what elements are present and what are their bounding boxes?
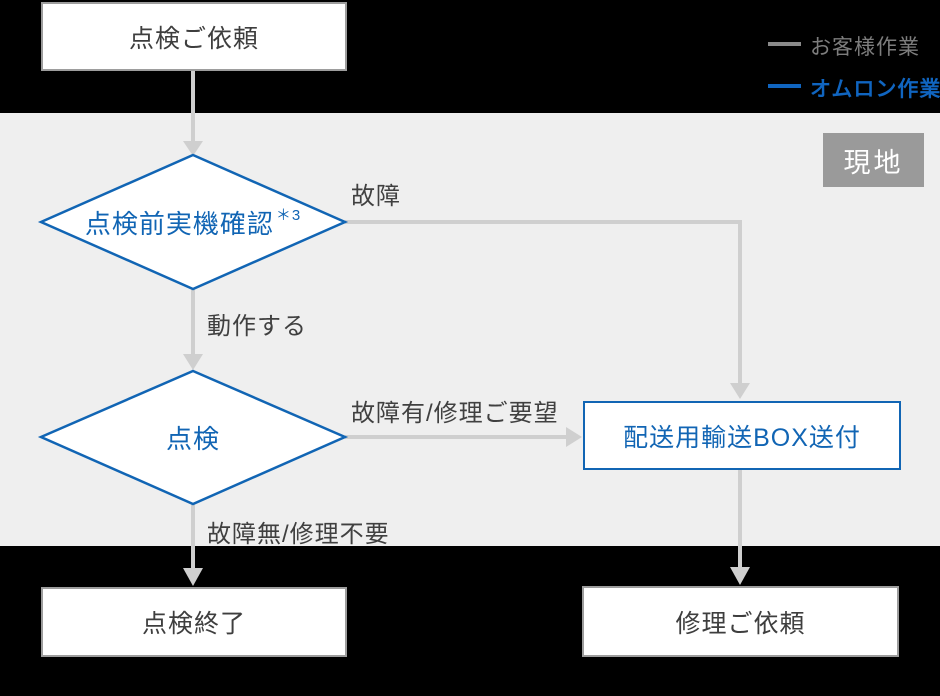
node-shipping-box-label: 配送用輸送BOX送付 [623,423,861,452]
node-repair-request: 修理ご依頼 [582,586,899,657]
location-badge-label: 現地 [843,147,904,178]
arrowhead-precheck-to-inspection [183,354,203,370]
node-inspection-request-label: 点検ご依頼 [128,24,259,53]
legend-customer-line [768,42,801,46]
edge-label-failure: 故障 [351,183,401,210]
legend-omron-line [768,84,801,88]
arrowhead-request-to-precheck [183,141,203,156]
decision-diamond-inspection [37,369,349,506]
legend-customer-label: お客様作業 [810,36,920,59]
location-badge: 現地 [823,133,924,187]
node-shipping-box: 配送用輸送BOX送付 [583,401,901,470]
edge-label-has-failure: 故障有/修理ご要望 [351,400,559,427]
legend-omron-label: オムロン作業 [810,78,940,101]
arrowhead-inspection-to-shippingbox [566,427,582,447]
node-inspection-end-label: 点検終了 [141,610,246,638]
node-repair-request-label: 修理ご依頼 [675,609,806,638]
arrowhead-failure-to-shippingbox [730,383,750,399]
arrowhead-shippingbox-to-repair [730,567,750,585]
edge-label-works: 動作する [207,313,307,340]
edge-label-no-failure: 故障無/修理不要 [207,521,390,548]
node-inspection-end: 点検終了 [41,587,347,657]
arrowhead-inspection-to-end [183,568,203,586]
connector-failure-to-shippingbox [345,220,742,385]
decision-diamond-precheck [37,153,349,291]
node-inspection-request: 点検ご依頼 [41,2,347,71]
